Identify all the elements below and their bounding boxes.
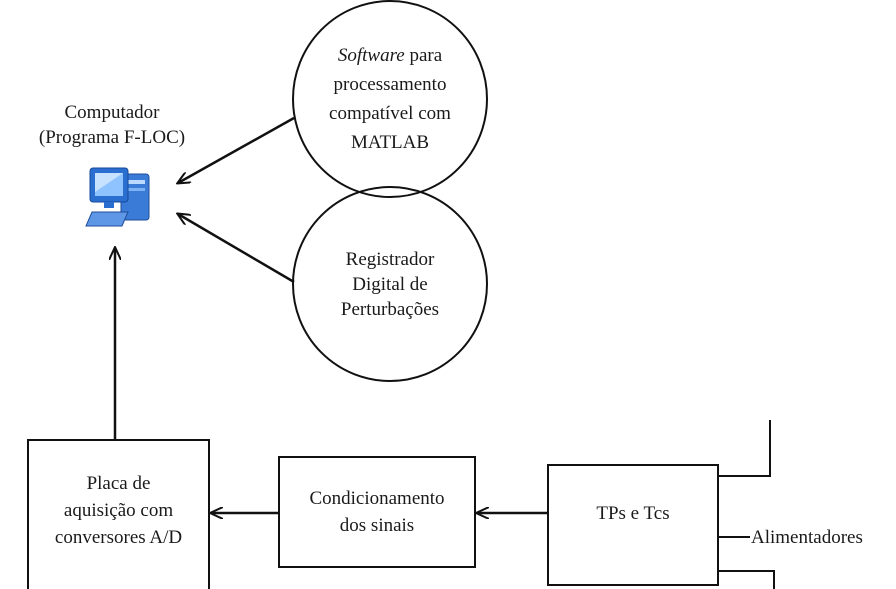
- transformers-label: TPs e Tcs: [596, 502, 670, 524]
- recorder-line1: Registrador: [345, 248, 435, 270]
- conditioning-line2: dos sinais: [339, 515, 415, 536]
- recorder-text: Registrador Digital de Perturbações: [293, 187, 487, 381]
- recorder-line2: Digital de: [352, 273, 428, 295]
- feeders-label: Alimentadores: [751, 527, 863, 548]
- software-line1-rest: para: [404, 45, 443, 66]
- computer-title-line1: Computador: [64, 102, 160, 123]
- software-line3: compatível com: [329, 103, 451, 124]
- conditioning-line1: Condicionamento: [309, 488, 445, 509]
- acquisition-line2: aquisição com: [63, 499, 174, 521]
- transformers-box: [547, 464, 719, 586]
- arrow-recorder-to-computer: [178, 214, 295, 284]
- software-line2: processamento: [333, 74, 447, 95]
- recorder-line3: Perturbações: [340, 298, 440, 320]
- recorder-ellipse: [292, 186, 488, 382]
- acquisition-line3: conversores A/D: [54, 526, 183, 548]
- acquisition-line1: Placa de: [86, 472, 151, 494]
- feeder-wire-top: [718, 420, 771, 477]
- software-line1: Software para: [338, 41, 442, 70]
- transformers-text: TPs e Tcs: [548, 465, 718, 561]
- computer-label: Computador (Programa F-LOC): [2, 100, 222, 150]
- acquisition-text: Placa de aquisição com conversores A/D: [28, 455, 209, 565]
- arrow-software-to-computer: [178, 116, 295, 183]
- software-ellipse: [292, 0, 488, 198]
- computer-icon: [85, 167, 150, 227]
- computer-title-line2: (Programa F-LOC): [38, 127, 186, 148]
- feeder-wire-bottom: [718, 570, 775, 589]
- conditioning-text: Condicionamento dos sinais: [279, 457, 475, 567]
- software-line4: MATLAB: [350, 132, 430, 153]
- software-text: Software para processamento compatível c…: [293, 2, 487, 196]
- software-word: Software: [337, 45, 405, 66]
